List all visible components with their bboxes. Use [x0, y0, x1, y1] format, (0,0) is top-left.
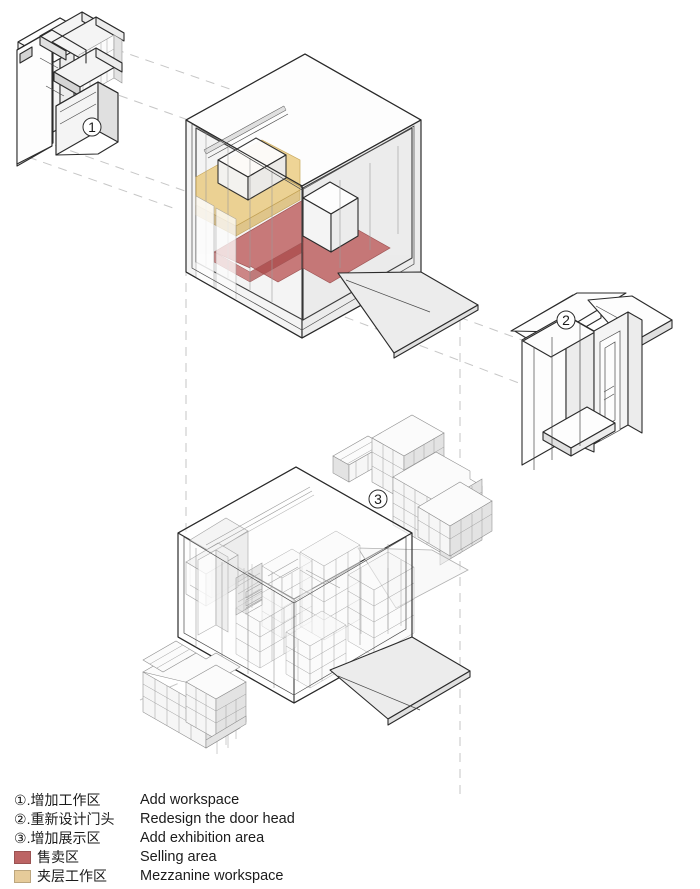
legend: ① .增加工作区 Add workspace ② .重新设计门头 Redesig…	[14, 791, 514, 886]
shelving-step-lower	[417, 481, 493, 557]
upper-volume-massing	[185, 53, 479, 359]
legend-cn-text-4: 售卖区	[37, 849, 79, 865]
legend-en-text-5: Mezzanine workspace	[140, 868, 284, 884]
legend-swatch-selling-area	[14, 851, 31, 864]
legend-marker-1: ①	[14, 792, 27, 808]
legend-swatch-mezzanine-workspace	[14, 870, 31, 883]
legend-cn-text-1: .增加工作区	[26, 792, 101, 808]
legend-row: 售卖区 Selling area	[14, 848, 514, 867]
legend-cn-text-3: .增加展示区	[26, 830, 101, 846]
legend-key-cn: 售卖区	[14, 848, 126, 867]
legend-key-cn: ① .增加工作区	[14, 791, 126, 810]
callout-2-label: 2	[562, 312, 570, 328]
legend-en-text-4: Selling area	[140, 849, 217, 865]
legend-row: ③ .增加展示区 Add exhibition area	[14, 829, 514, 848]
detail-2-redesign-door-head: 2	[510, 292, 673, 470]
legend-en-text-2: Redesign the door head	[140, 811, 295, 827]
legend-en-text-3: Add exhibition area	[140, 830, 265, 846]
callout-3-label: 3	[374, 491, 382, 507]
detail-3-exhibition-shelving: 3	[332, 414, 493, 566]
callout-1-label: 1	[88, 119, 96, 135]
callout-2-circle	[556, 310, 576, 330]
callout-3-circle	[368, 489, 388, 509]
legend-row: ② .重新设计门头 Redesign the door head	[14, 810, 514, 829]
legend-row: 夹层工作区 Mezzanine workspace	[14, 867, 514, 886]
lower-volume-assembled	[177, 466, 471, 726]
shelving-arm-left	[332, 435, 385, 483]
legend-cn-text-5: 夹层工作区	[37, 868, 107, 884]
callout-1-circle	[82, 117, 102, 137]
legend-marker-3: ③	[14, 830, 27, 846]
legend-key-cn: ② .重新设计门头	[14, 810, 126, 829]
legend-key-cn: ③ .增加展示区	[14, 829, 126, 848]
legend-row: ① .增加工作区 Add workspace	[14, 791, 514, 810]
legend-en-text-1: Add workspace	[140, 792, 240, 808]
legend-key-cn: 夹层工作区	[14, 867, 126, 886]
shelving-unit-detached	[142, 640, 247, 754]
legend-cn-text-2: .重新设计门头	[26, 811, 115, 827]
lower-interior-shelving-field	[235, 530, 415, 689]
detail-1-add-workspace: 1	[16, 11, 125, 167]
legend-marker-2: ②	[14, 811, 27, 827]
